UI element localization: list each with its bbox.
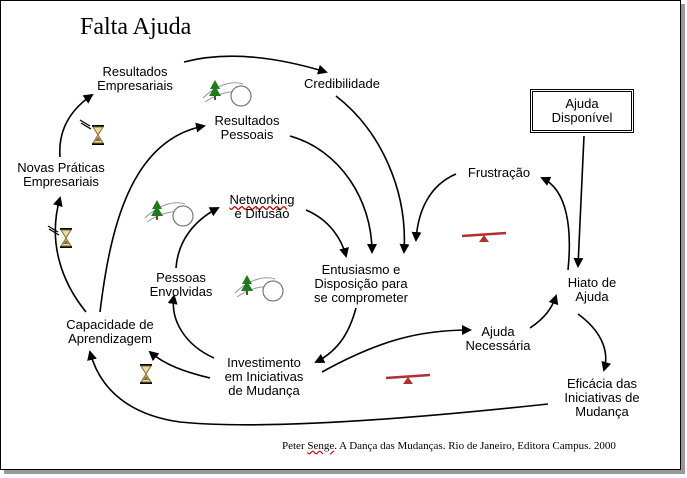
link-investimento-ajuda [321, 325, 472, 373]
link-investimento-capacidade [148, 350, 211, 379]
ajuda-disponivel-box [530, 89, 634, 133]
diagram-title: Falta Ajuda [80, 14, 192, 40]
link-novas-resultados [59, 93, 94, 158]
link-eficacia-capacidade [87, 350, 549, 426]
hourglass-icon-3 [139, 363, 153, 385]
link-resultados-credibilidade [183, 55, 328, 75]
snowball-icon-1 [202, 79, 252, 107]
hourglass-icon-2 [59, 227, 73, 249]
link-capacidade-novas [52, 196, 87, 313]
link-investimento-pessoas [167, 294, 215, 359]
link-networking-entusiasmo [305, 209, 349, 258]
link-frustracao-entusiasmo [411, 173, 457, 242]
link-pessoas-networking [175, 207, 220, 269]
node-credibilidade: Credibilidade [304, 76, 380, 91]
source-credit: Peter Senge. A Dança das Mudanças. Rio d… [282, 440, 616, 452]
link-hiato-frustracao [540, 176, 571, 271]
seesaw-icon-1 [460, 231, 508, 244]
link-pessoais-entusiasmo [289, 135, 377, 254]
link-hiato-eficacia [577, 313, 612, 372]
snowball-icon-3 [234, 274, 284, 302]
link-disponivel-hiato [573, 135, 585, 268]
seesaw-icon-2 [384, 373, 432, 386]
snowball-icon-2 [144, 199, 194, 227]
link-credibilidade-entusiasmo [335, 95, 410, 254]
link-ajuda-hiato [529, 294, 559, 329]
link-capacidade-pessoais [99, 122, 206, 313]
node-frustracao: Frustração [467, 165, 531, 180]
hourglass-icon-1 [91, 124, 105, 146]
link-entusiasmo-investimento [314, 307, 357, 363]
